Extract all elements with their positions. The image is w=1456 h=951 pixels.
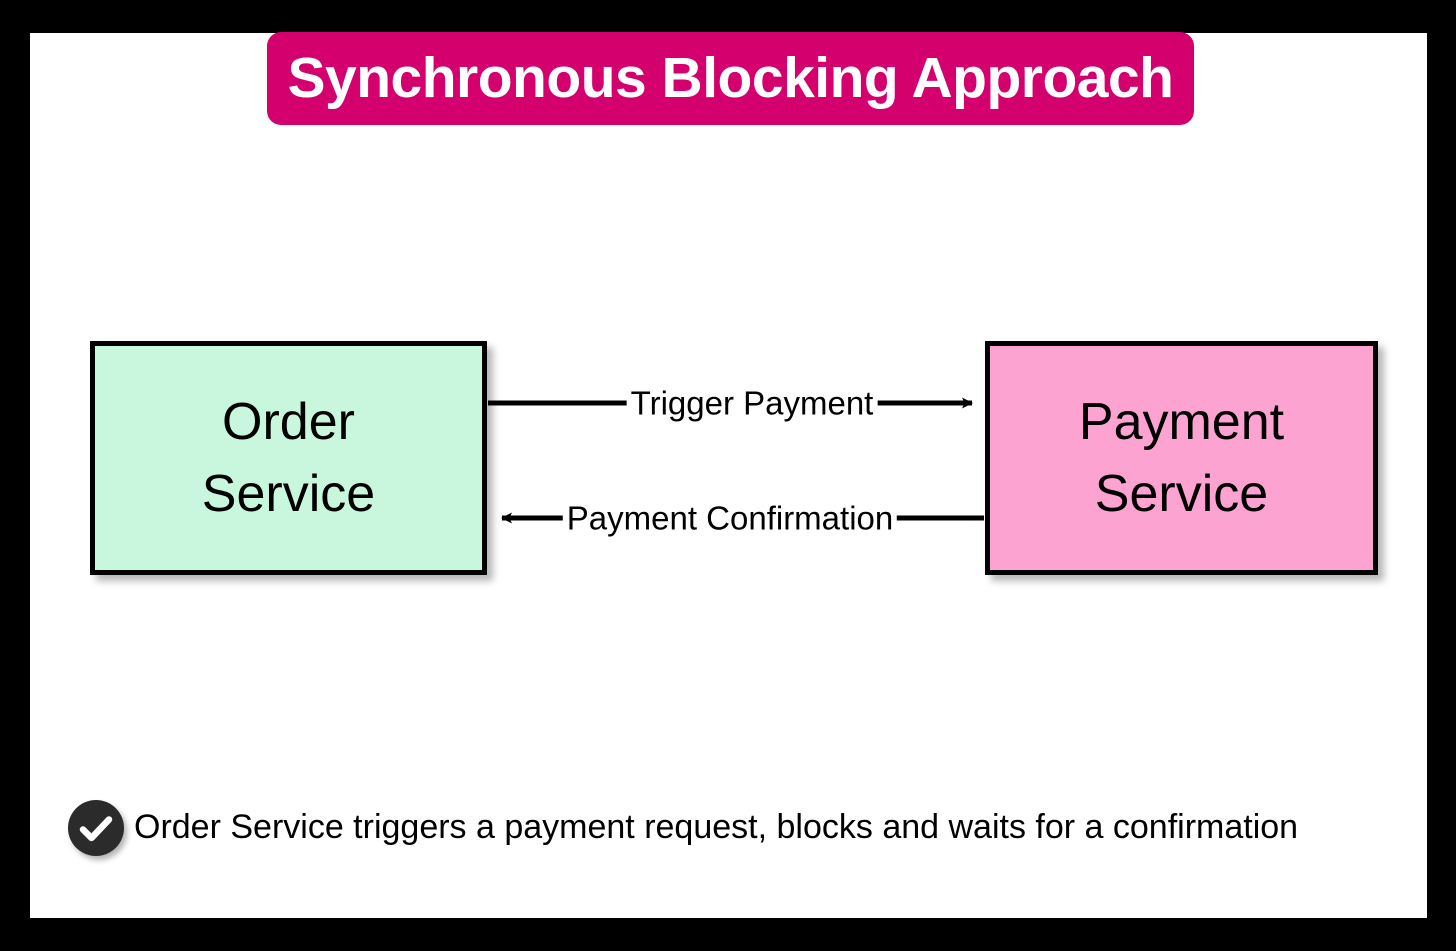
node-payment-service[interactable]: Payment Service — [985, 341, 1378, 575]
check-circle-icon — [68, 800, 124, 856]
footer-note: Order Service triggers a payment request… — [68, 800, 1298, 856]
edge-trigger-payment-label: Trigger Payment — [626, 386, 878, 420]
node-payment-service-label: Payment Service — [1078, 393, 1285, 523]
node-order-service-label: Order Service — [201, 393, 376, 523]
node-order-service[interactable]: Order Service — [90, 341, 487, 575]
footer-note-text: Order Service triggers a payment request… — [134, 808, 1299, 847]
page-title: Synchronous Blocking Approach — [287, 46, 1174, 110]
diagram-canvas: Synchronous Blocking Approach Order Serv… — [30, 32, 1427, 918]
edge-payment-confirmation-label: Payment Confirmation — [562, 501, 898, 535]
title-banner: Synchronous Blocking Approach — [267, 32, 1194, 125]
